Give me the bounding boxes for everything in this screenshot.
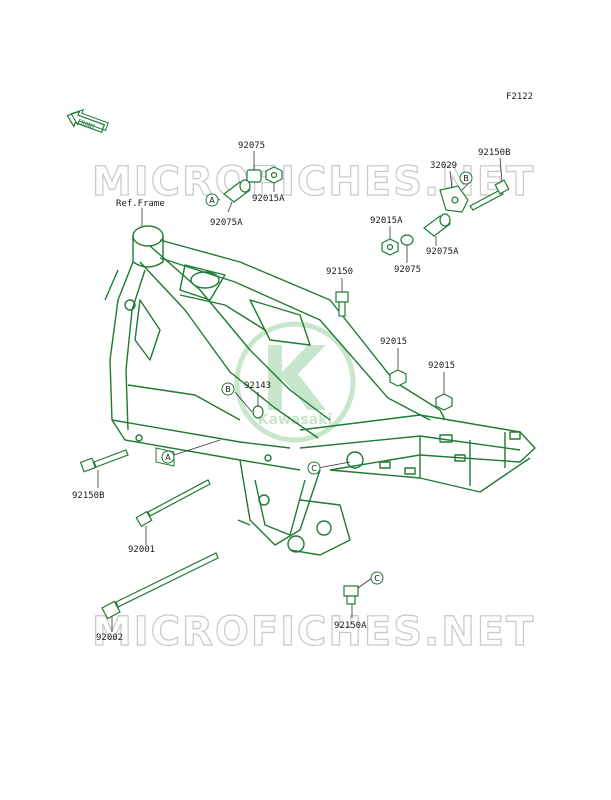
svg-text:B: B <box>225 385 231 394</box>
ref-frame-label: Ref.Frame <box>116 199 165 209</box>
part-number-92075-top: 92075 <box>238 141 265 151</box>
figure-code: F2122 <box>506 92 533 102</box>
svg-text:A: A <box>165 453 171 462</box>
damper-92075A-top <box>223 179 251 203</box>
part-number-92075A-top: 92075A <box>210 218 243 228</box>
part-number-92015-right: 92015 <box>428 361 455 371</box>
callout-b-top: B <box>459 171 473 185</box>
nut-92015A-top <box>265 166 283 184</box>
part-number-92143: 92143 <box>244 381 271 391</box>
part-number-92150B-top: 92150B <box>478 148 511 158</box>
svg-text:B: B <box>463 174 469 183</box>
part-number-92015-center: 92015 <box>380 337 407 347</box>
bolt-92150B-top <box>469 179 510 211</box>
part-number-92150: 92150 <box>326 267 353 277</box>
part-number-92015A-top: 92015A <box>252 194 285 204</box>
part-number-92075A-right: 92075A <box>426 247 459 257</box>
nut-92015A-right <box>381 238 399 256</box>
callout-b-frame: B <box>221 382 235 396</box>
callout-a-frame: A <box>155 447 175 467</box>
svg-text:C: C <box>311 464 317 473</box>
bolt-92150 <box>335 291 349 317</box>
leader-lines <box>97 151 503 632</box>
svg-text:C: C <box>374 574 380 583</box>
watermark-bottom: MICROFICHES.NET <box>92 609 535 655</box>
svg-text:A: A <box>209 196 215 205</box>
kawasaki-logo: Kawasaki <box>234 321 356 443</box>
nut-92015-right <box>435 393 453 411</box>
front-arrow-icon: FRONT <box>66 108 109 134</box>
part-number-92150A: 92150A <box>334 621 367 631</box>
bolt-92150B-left <box>79 449 129 473</box>
damper-92075A-right <box>423 213 451 237</box>
part-number-92075-right: 92075 <box>394 265 421 275</box>
front-label: FRONT <box>77 118 97 131</box>
main-frame <box>104 225 536 556</box>
bracket-32029 <box>439 185 469 213</box>
bolt-92002 <box>101 552 219 620</box>
bolt-92001 <box>135 479 211 528</box>
collar-92143 <box>252 405 264 419</box>
bolt-92150A <box>343 585 359 605</box>
part-number-92015A-right: 92015A <box>370 216 403 226</box>
callout-c-bottom: C <box>370 571 384 585</box>
part-number-92150B-left: 92150B <box>72 491 105 501</box>
nut-92015-center <box>389 369 407 387</box>
callout-c-frame: C <box>307 461 321 475</box>
part-number-32029: 32029 <box>430 161 457 171</box>
logo-text: Kawasaki <box>258 412 333 428</box>
collar-92075-top <box>246 169 262 183</box>
part-number-92002: 92002 <box>96 633 123 643</box>
part-number-92001: 92001 <box>128 545 155 555</box>
callout-a-top: A <box>205 193 219 207</box>
collar-92075-right <box>400 234 414 246</box>
